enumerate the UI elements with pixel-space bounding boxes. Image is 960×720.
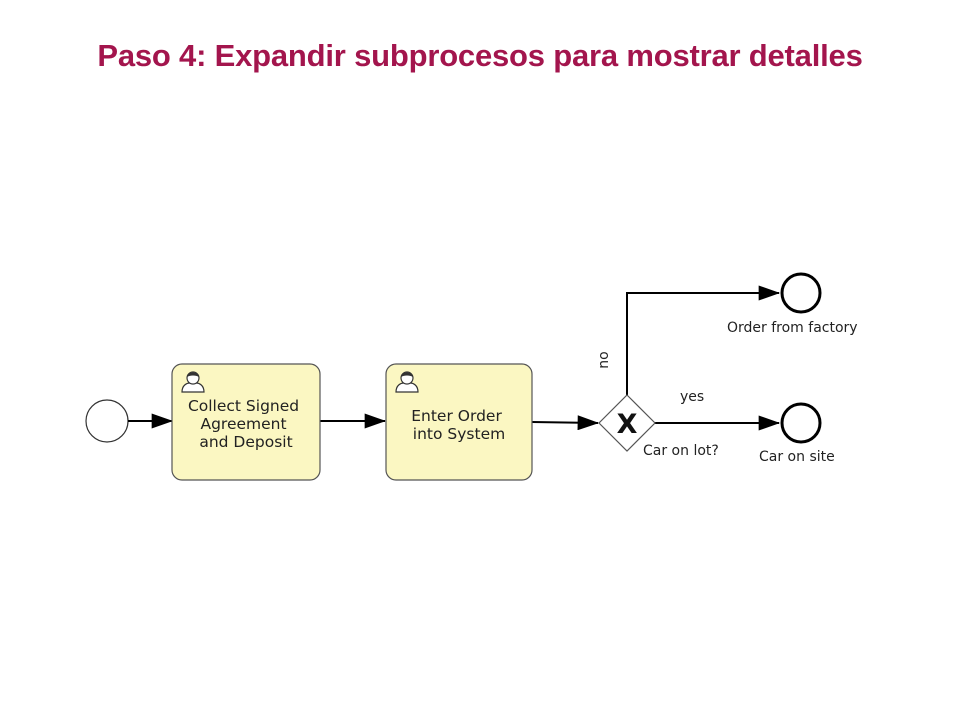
gateway-x-marker: X bbox=[617, 409, 638, 440]
svg-text:Collect Signed Agreement: Collect Signed Agreement and Deposit bbox=[188, 397, 304, 451]
slide-title: Paso 4: Expandir subprocesos para mostra… bbox=[97, 38, 863, 73]
task-collect-signed-agreement[interactable]: Collect Signed Agreement and Deposit bbox=[171, 363, 321, 481]
flow-label-yes: yes bbox=[680, 389, 704, 405]
end-event-label-car-on-site: Car on site bbox=[759, 449, 835, 465]
task1-line2: Agreement bbox=[200, 415, 286, 433]
start-event[interactable] bbox=[85, 399, 129, 443]
flow-no[interactable] bbox=[626, 285, 781, 395]
task-enter-order-into-system[interactable]: Enter Order into System bbox=[385, 363, 533, 481]
exclusive-gateway[interactable]: X bbox=[598, 394, 656, 452]
end-event-order-from-factory[interactable] bbox=[780, 272, 822, 314]
flow-task2-to-gateway[interactable] bbox=[531, 415, 600, 431]
end-event-label-order-from-factory: Order from factory bbox=[727, 320, 858, 336]
task2-line2: into System bbox=[413, 425, 505, 443]
task1-line3: and Deposit bbox=[199, 433, 292, 451]
end-event-car-on-site[interactable] bbox=[780, 402, 822, 444]
gateway-label: Car on lot? bbox=[643, 443, 719, 459]
flow-label-no: no bbox=[596, 351, 612, 368]
user-icon bbox=[181, 371, 205, 393]
task2-line1: Enter Order bbox=[411, 407, 502, 425]
svg-text:Enter Order into System: Enter Order into System bbox=[411, 407, 507, 443]
task1-line1: Collect Signed bbox=[188, 397, 299, 415]
user-icon bbox=[395, 371, 419, 393]
